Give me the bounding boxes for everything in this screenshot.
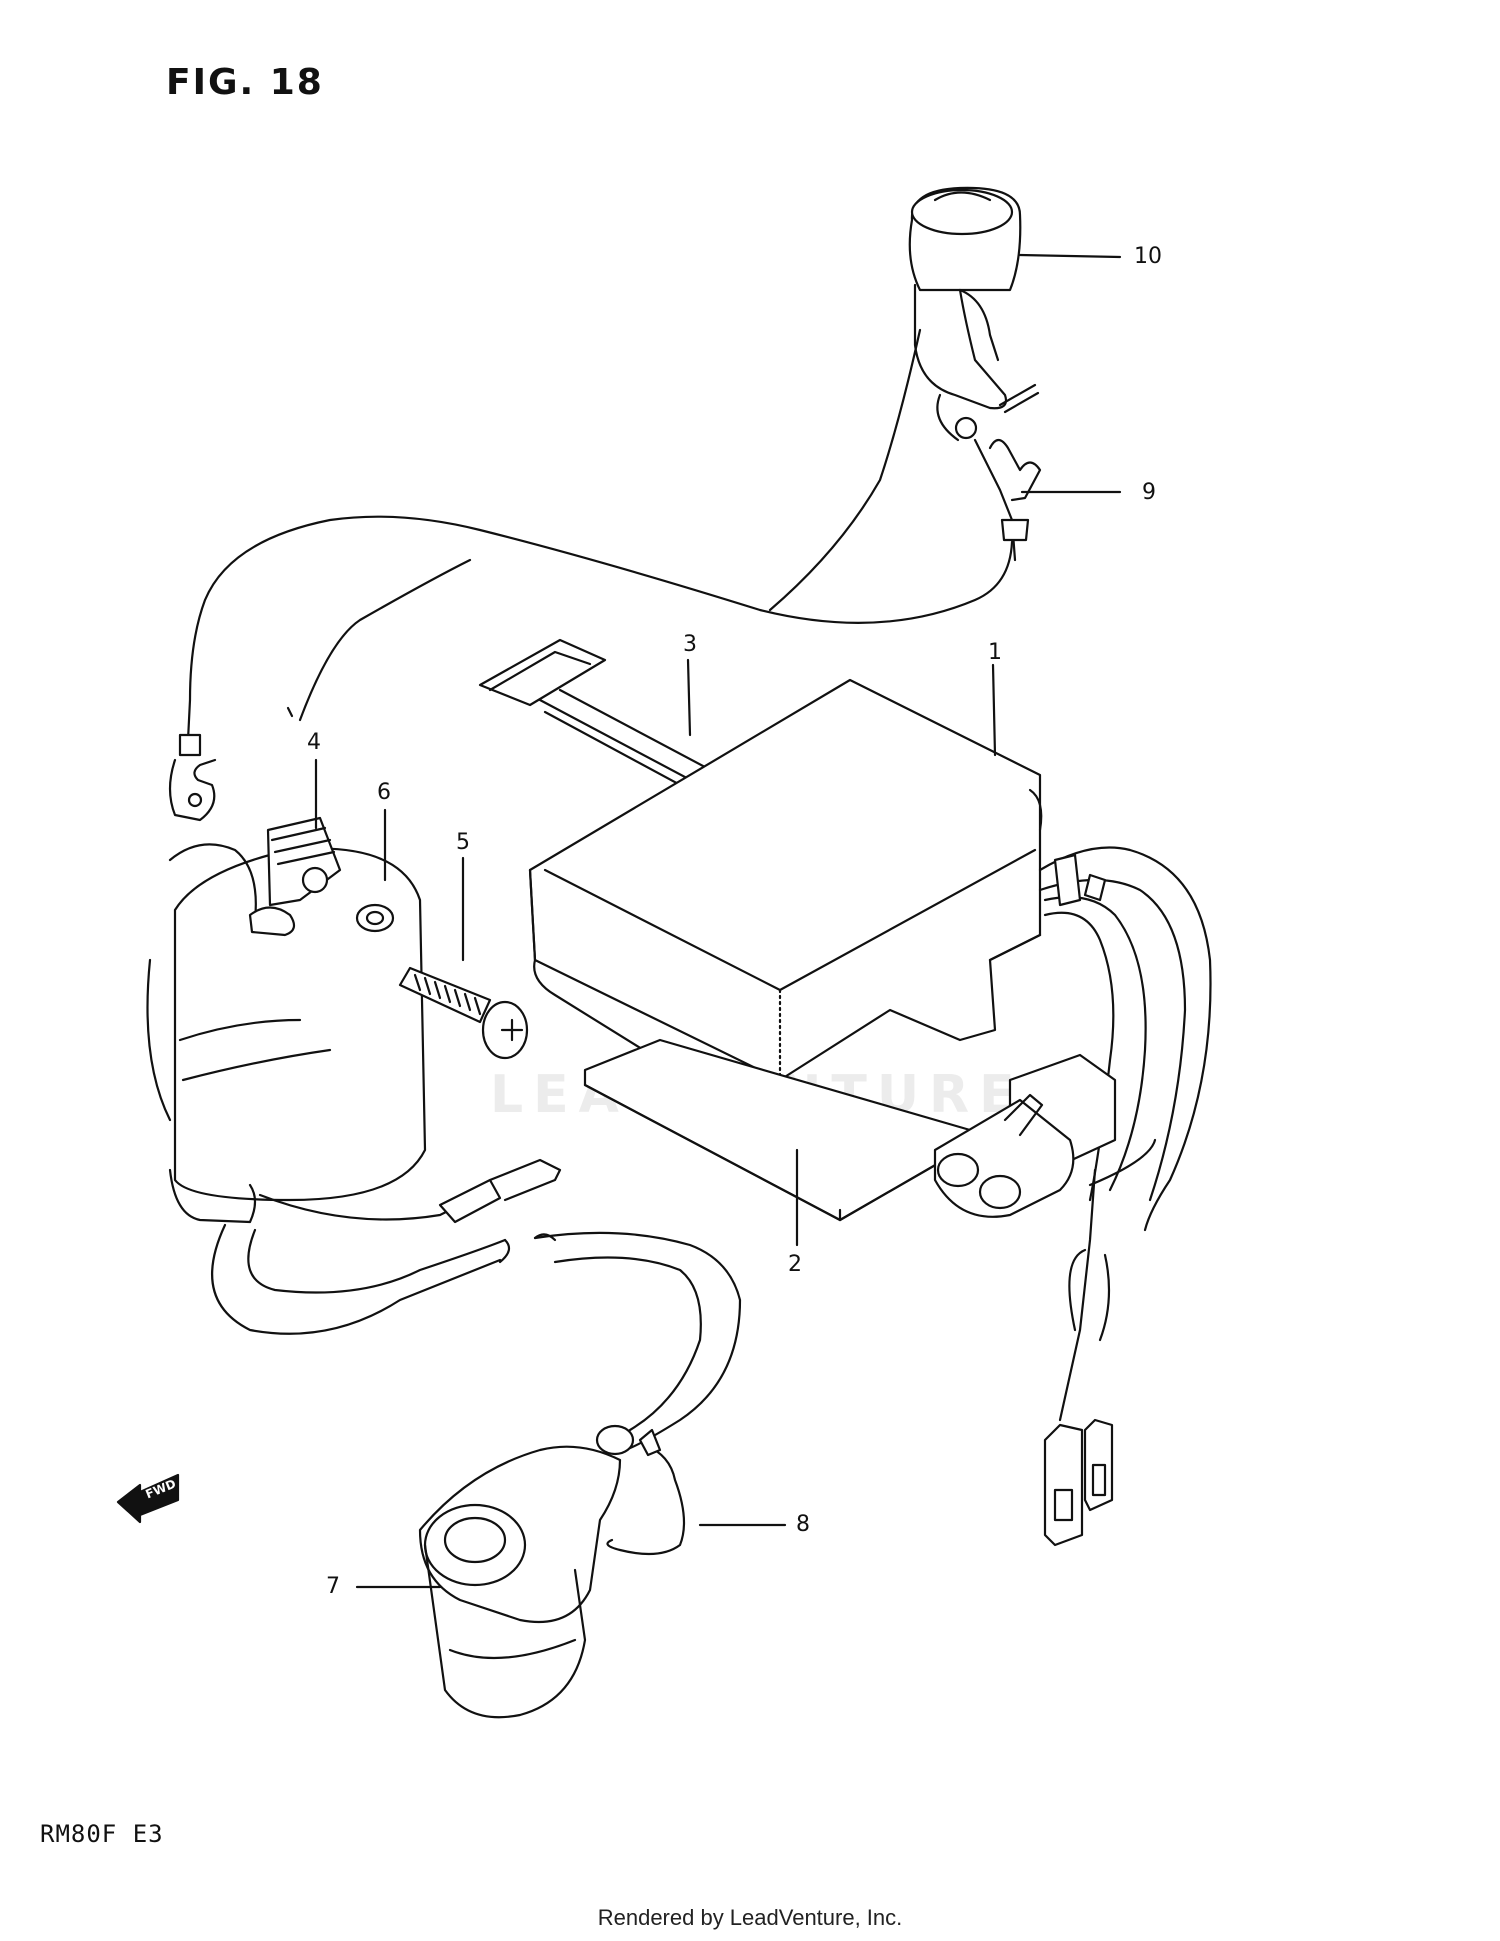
washer (355, 903, 395, 933)
callout-4: 4 (307, 730, 321, 755)
callout-1: 1 (988, 640, 1002, 665)
cap-ground-wire (606, 1443, 686, 1556)
callout-9: 9 (1142, 480, 1156, 505)
callout-2: 2 (788, 1252, 802, 1277)
callout-7: 7 (326, 1574, 340, 1599)
render-credit: Rendered by LeadVenture, Inc. (597, 1905, 903, 1930)
callout-6: 6 (377, 780, 391, 805)
callout-10: 10 (1134, 244, 1162, 269)
switch-ground-terminal (973, 438, 1042, 562)
model-code: RM80F E3 (40, 1820, 164, 1848)
engine-stop-switch (908, 186, 1040, 442)
figure-title: FIG. 18 (166, 62, 324, 103)
callout-3: 3 (683, 632, 697, 657)
harness-coupler (933, 1053, 1157, 1547)
ignition-coil (146, 816, 427, 1224)
spark-plug-cap (418, 1424, 635, 1719)
ground-ring-terminal (168, 733, 217, 822)
callout-5: 5 (456, 830, 470, 855)
mounting-screw (398, 966, 529, 1060)
callout-8: 8 (796, 1512, 810, 1537)
fwd-arrow-icon (116, 1473, 180, 1524)
